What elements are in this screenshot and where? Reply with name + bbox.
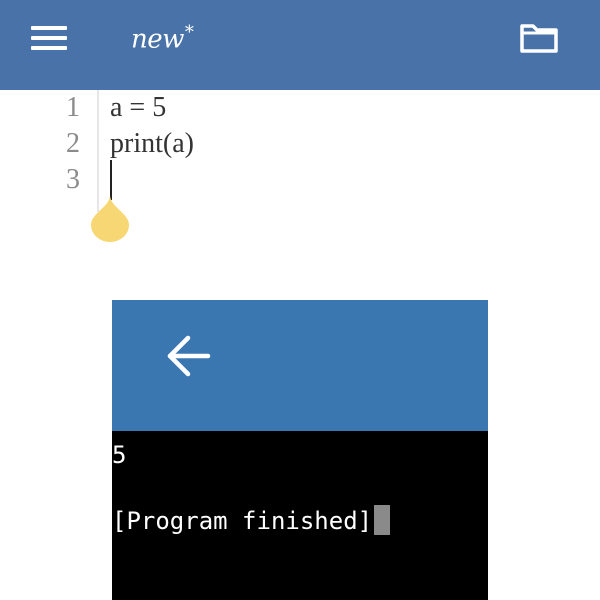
app-bar: new* [0,0,600,90]
document-title: new* [131,22,194,55]
arrow-left-icon[interactable] [164,332,212,380]
code-line[interactable]: print(a) [110,128,194,159]
line-number: 1 [66,92,80,123]
output-line-with-cursor: [Program finished] [112,505,391,535]
folder-icon[interactable] [519,22,559,54]
terminal-cursor [374,505,391,535]
modified-marker: * [184,22,194,43]
output-line: 5 [112,441,127,469]
caret-handle-icon[interactable] [90,193,130,243]
document-title-text: new [131,24,184,55]
text-caret [110,160,112,200]
line-number: 3 [66,164,80,195]
dialog-header [112,300,488,431]
hamburger-menu-icon[interactable] [31,26,67,50]
gutter-divider [97,90,99,212]
terminal-output[interactable]: 5 [Program finished] [112,431,488,600]
code-editor[interactable]: 1 a = 5 2 print(a) 3 [0,90,600,300]
output-line: [Program finished] [112,507,373,535]
code-line[interactable]: a = 5 [110,92,167,123]
program-output-dialog: 5 [Program finished] [112,300,488,600]
line-number: 2 [66,128,80,159]
